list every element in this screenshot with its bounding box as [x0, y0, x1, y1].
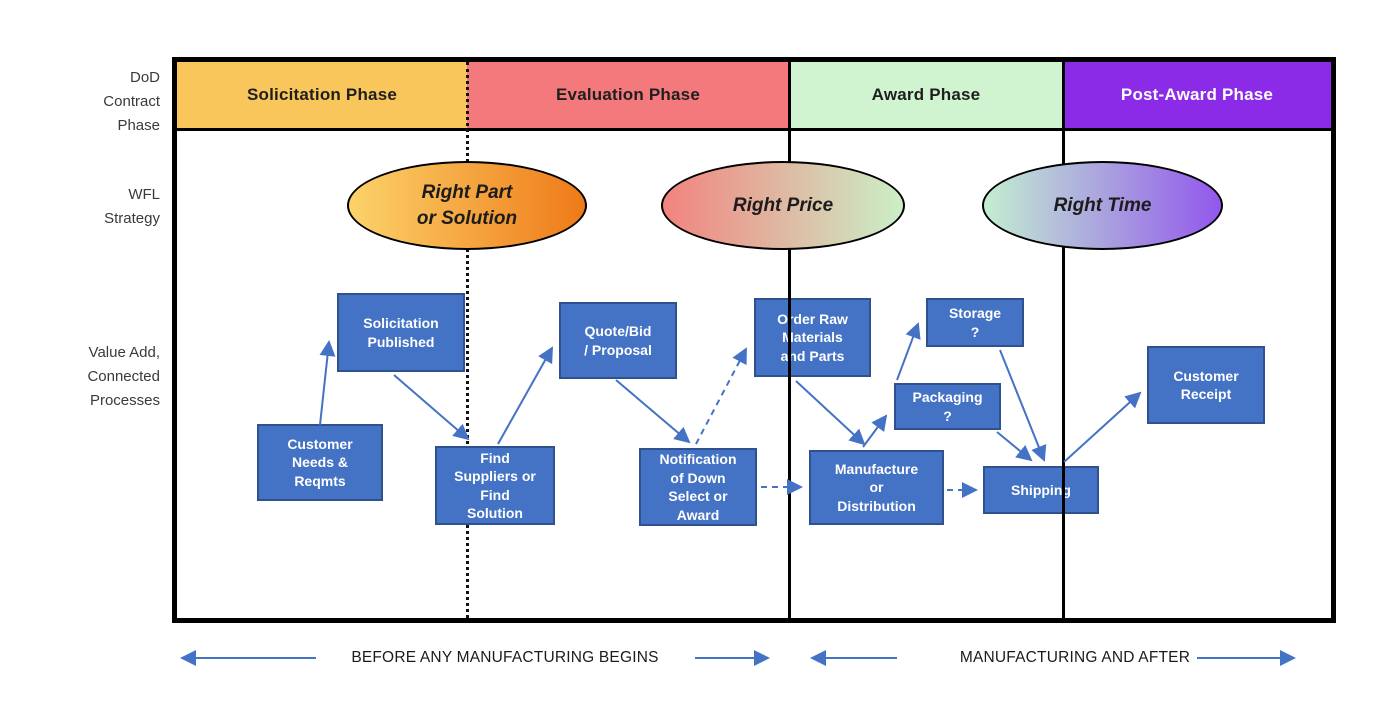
process-box-order-raw-materials: Order Raw Materials and Parts [754, 298, 871, 377]
process-box-storage: Storage ? [926, 298, 1024, 347]
divider-award-post-award [1062, 62, 1065, 618]
process-box-solicitation-published: Solicitation Published [337, 293, 465, 372]
caption-before-manufacturing: BEFORE ANY MANUFACTURING BEGINS [351, 649, 659, 666]
caption-manufacturing-after: MANUFACTURING AND AFTER [959, 649, 1191, 666]
process-box-quote-bid-proposal: Quote/Bid / Proposal [559, 302, 677, 379]
phase-header-solicitation: Solicitation Phase [177, 62, 467, 128]
phase-header-post-award: Post-Award Phase [1063, 62, 1331, 128]
process-box-shipping: Shipping [983, 466, 1099, 514]
strategy-ellipse-right-time: Right Time [982, 161, 1223, 250]
process-box-packaging: Packaging ? [894, 383, 1001, 430]
process-box-notification-down-select: Notification of Down Select or Award [639, 448, 757, 526]
row-label-dod-contract-phase: DoD Contract Phase [103, 69, 160, 134]
divider-evaluation-award [788, 62, 791, 618]
strategy-ellipse-right-part: Right Part or Solution [347, 161, 587, 250]
process-box-customer-receipt: Customer Receipt [1147, 346, 1265, 424]
strategy-ellipse-right-price: Right Price [661, 161, 905, 250]
divider-solicitation-evaluation [466, 62, 469, 618]
phase-header-award: Award Phase [789, 62, 1063, 128]
row-label-wfl-strategy: WFL Strategy [104, 186, 160, 227]
process-box-manufacture-distribution: Manufacture or Distribution [809, 450, 944, 525]
process-box-customer-needs: Customer Needs & Reqmts [257, 424, 383, 501]
process-box-find-suppliers: Find Suppliers or Find Solution [435, 446, 555, 525]
row-label-value-add-processes: Value Add, Connected Processes [87, 344, 160, 409]
phase-header-row: Solicitation Phase Evaluation Phase Awar… [172, 57, 1336, 131]
phase-header-evaluation: Evaluation Phase [467, 62, 789, 128]
